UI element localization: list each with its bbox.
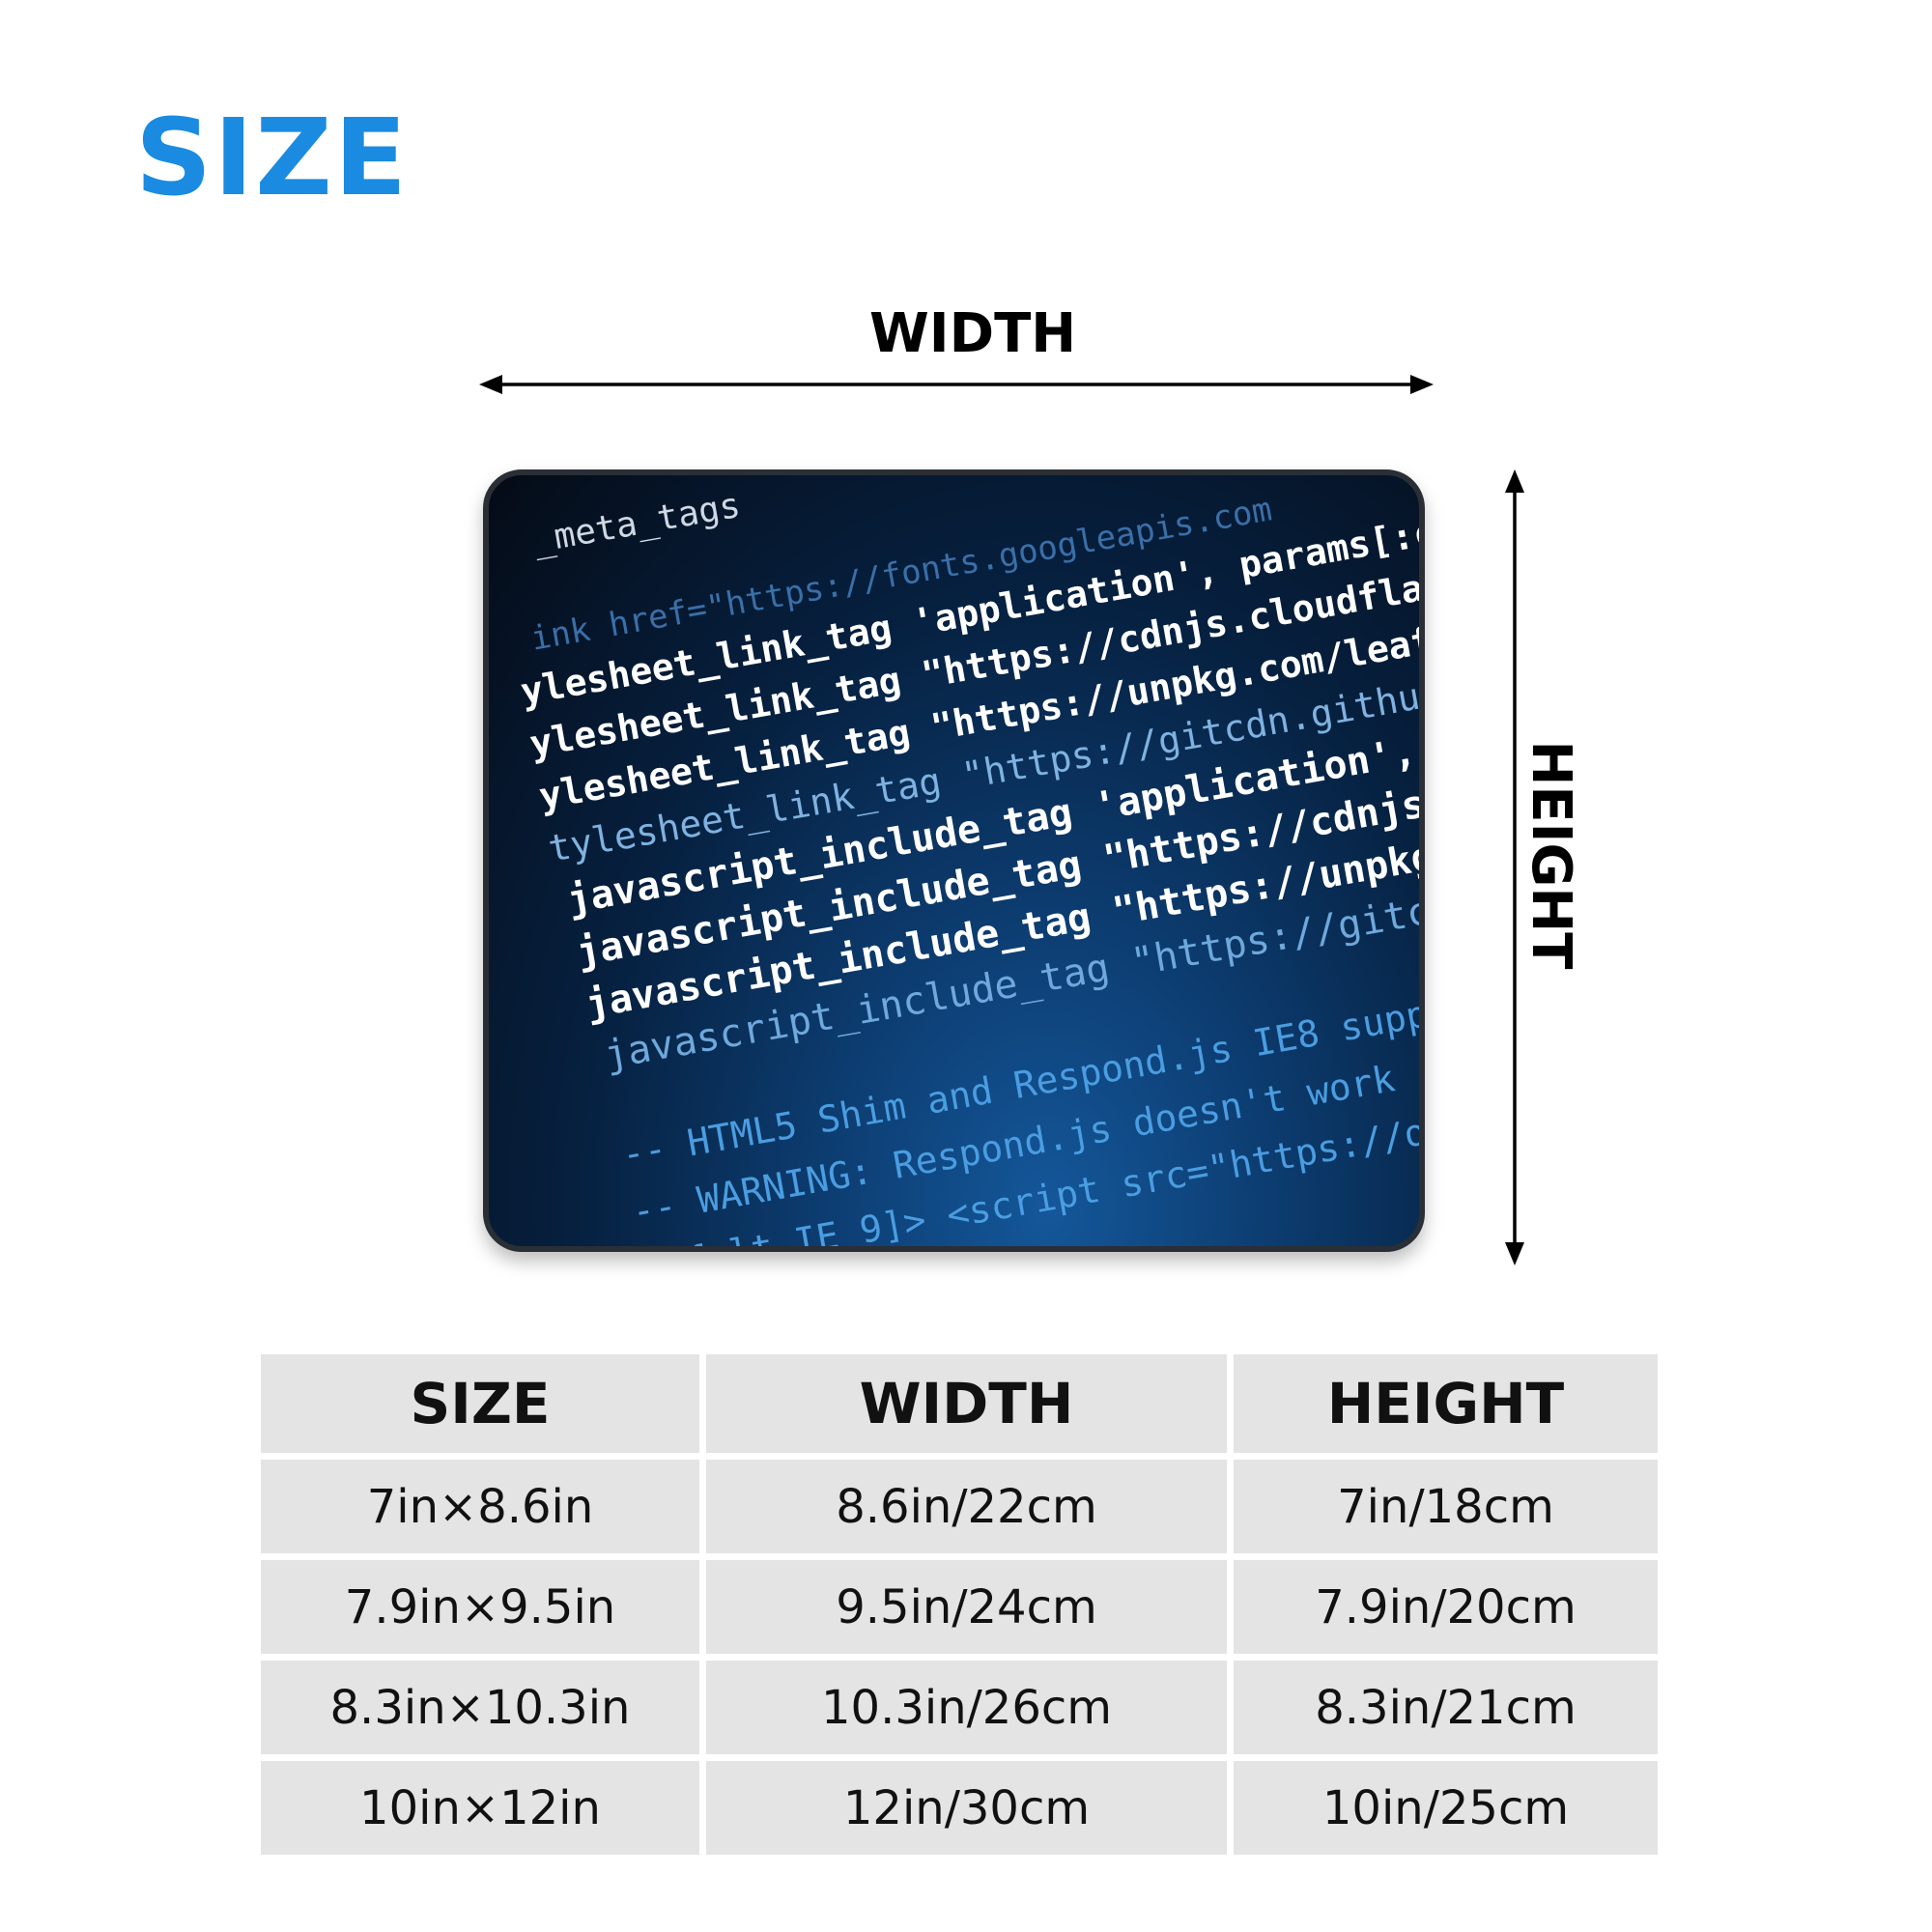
table-header-row: SIZE WIDTH HEIGHT [261, 1354, 1658, 1453]
cell-width: 8.6in/22cm [706, 1460, 1227, 1553]
width-arrow [479, 375, 1434, 394]
table-row: 7in×8.6in 8.6in/22cm 7in/18cm [261, 1460, 1658, 1553]
cell-size: 8.3in×10.3in [261, 1661, 699, 1754]
table-row: 10in×12in 12in/30cm 10in/25cm [261, 1761, 1658, 1855]
cell-height: 7.9in/20cm [1234, 1560, 1658, 1654]
height-arrow [1505, 469, 1524, 1265]
cell-width: 9.5in/24cm [706, 1560, 1227, 1654]
table-row: 7.9in×9.5in 9.5in/24cm 7.9in/20cm [261, 1560, 1658, 1654]
header-height: HEIGHT [1234, 1354, 1658, 1453]
cell-height: 10in/25cm [1234, 1761, 1658, 1855]
cell-size: 10in×12in [261, 1761, 699, 1855]
cell-size: 7.9in×9.5in [261, 1560, 699, 1654]
size-table-container: SIZE WIDTH HEIGHT 7in×8.6in 8.6in/22cm 7… [261, 1348, 1671, 1861]
cell-width: 10.3in/26cm [706, 1661, 1227, 1754]
header-width: WIDTH [706, 1354, 1227, 1453]
cell-size: 7in×8.6in [261, 1460, 699, 1553]
width-label: WIDTH [869, 302, 1077, 365]
size-table: SIZE WIDTH HEIGHT 7in×8.6in 8.6in/22cm 7… [254, 1348, 1664, 1861]
cell-height: 7in/18cm [1234, 1460, 1658, 1553]
cell-width: 12in/30cm [706, 1761, 1227, 1855]
cell-height: 8.3in/21cm [1234, 1661, 1658, 1754]
code-line: _meta_tags [529, 485, 744, 561]
header-size: SIZE [261, 1354, 699, 1453]
page-title: SIZE [135, 96, 410, 219]
table-row: 8.3in×10.3in 10.3in/26cm 8.3in/21cm [261, 1661, 1658, 1754]
